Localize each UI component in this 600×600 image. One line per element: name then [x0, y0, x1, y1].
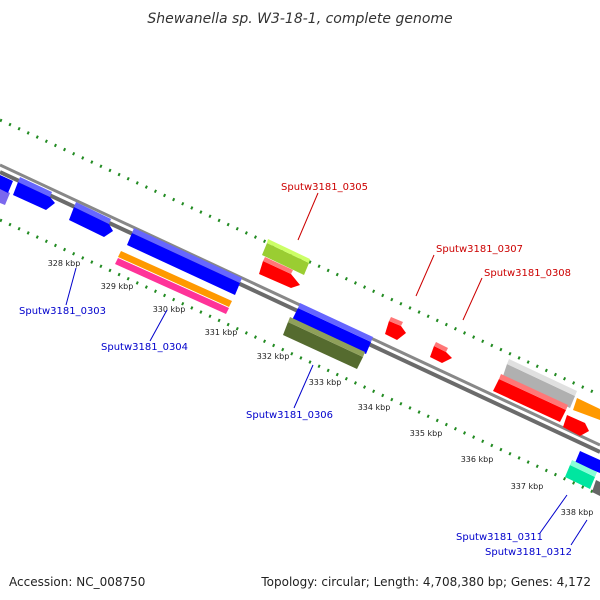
gene-left-blue-1-feature[interactable] [0, 175, 13, 193]
kbp-label-336: 336 kbp [461, 455, 494, 464]
gene-left-blue-2-feature[interactable] [13, 177, 55, 210]
gene-0305-red-feature[interactable] [259, 257, 300, 288]
connector-0304 [149, 309, 168, 342]
kbp-label-338: 338 kbp [561, 508, 594, 517]
kbp-label-334: 334 kbp [358, 403, 391, 412]
kbp-label-328: 328 kbp [48, 259, 81, 268]
kbp-label-329: 329 kbp [101, 282, 134, 291]
gene-0304-orange-feature[interactable] [118, 251, 232, 307]
gene-0304-pink-feature[interactable] [115, 258, 229, 314]
inner-ruler [0, 218, 600, 497]
connector-0307 [415, 254, 435, 297]
gene-label-0303[interactable]: Sputw3181_0303 [19, 306, 106, 317]
connector-0303 [65, 267, 77, 306]
gene-label-0307[interactable]: Sputw3181_0307 [436, 244, 523, 255]
gene-red-right-feature[interactable] [493, 374, 568, 422]
connector-0308 [462, 277, 483, 321]
gene-0312-feature[interactable] [592, 480, 600, 496]
gene-label-0312[interactable]: Sputw3181_0312 [485, 547, 572, 558]
kbp-label-337: 337 kbp [511, 482, 544, 491]
kbp-label-330: 330 kbp [153, 305, 186, 314]
gene-0306-blue-feature[interactable] [292, 303, 373, 354]
gene-orange-right-feature[interactable] [573, 398, 600, 420]
connector-0311 [539, 494, 568, 534]
kbp-label-333: 333 kbp [309, 378, 342, 387]
gene-red-right-small-feature[interactable] [563, 415, 589, 436]
gene-0303-blue-long-feature[interactable] [127, 228, 242, 295]
connector-0312 [570, 519, 588, 546]
accession-text: Accession: NC_008750 [9, 575, 145, 589]
gene-left-blue-3-feature[interactable] [69, 202, 113, 237]
gene-grey-feature[interactable] [503, 359, 577, 408]
gene-0306-feature[interactable] [283, 317, 365, 369]
gene-0307-feature[interactable] [385, 317, 406, 340]
gene-0308-feature[interactable] [430, 342, 452, 363]
topology-text: Topology: circular; Length: 4,708,380 bp… [260, 575, 591, 589]
gene-0305-feature[interactable] [262, 239, 310, 275]
gene-blue-right-feature[interactable] [575, 451, 600, 473]
map-title: Shewanella sp. W3-18-1, complete genome [147, 11, 452, 27]
connector-0305 [297, 192, 319, 241]
gene-0311-feature[interactable] [565, 460, 597, 489]
kbp-label-332: 332 kbp [257, 352, 290, 361]
kbp-label-335: 335 kbp [410, 429, 443, 438]
gene-label-0305[interactable]: Sputw3181_0305 [281, 182, 368, 193]
connector-0306 [293, 364, 314, 409]
gene-label-0306[interactable]: Sputw3181_0306 [246, 410, 333, 421]
gene-label-0308[interactable]: Sputw3181_0308 [484, 268, 571, 279]
gene-label-0304[interactable]: Sputw3181_0304 [101, 342, 188, 353]
kbp-label-331: 331 kbp [205, 328, 238, 337]
gene-label-0311[interactable]: Sputw3181_0311 [456, 532, 543, 543]
